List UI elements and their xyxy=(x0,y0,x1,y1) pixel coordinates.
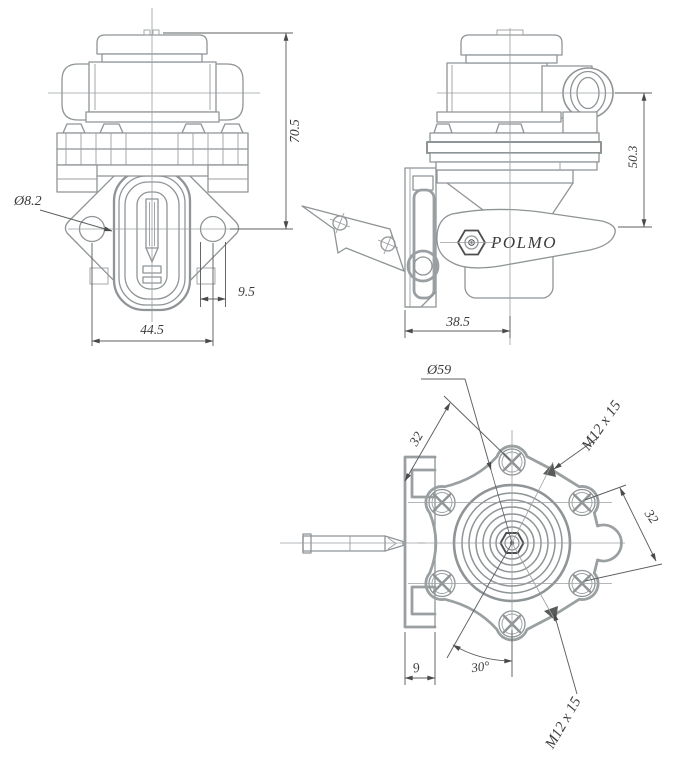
port-spacing-dim-line xyxy=(619,487,657,562)
front-view: Ø8.2 70.5 9.5 44.5 xyxy=(13,8,302,346)
bolt-circle-label: Ø59 xyxy=(426,363,451,378)
flange-tab-left xyxy=(89,267,109,285)
bolt-circle-leader xyxy=(464,378,492,471)
bottom-centerlines xyxy=(280,430,625,655)
side-upper-body xyxy=(436,29,614,134)
thread-lower-label: M12 x 15 xyxy=(542,694,585,752)
right-ear xyxy=(214,63,244,121)
front-dimensions: Ø8.2 70.5 9.5 44.5 xyxy=(13,32,302,346)
bracket-depth-label: 38.5 xyxy=(445,314,470,329)
side-centerlines xyxy=(437,28,632,345)
bottom-dimensions: Ø59 32 M12 x 15 32 30° 9 xyxy=(404,363,663,752)
side-band xyxy=(426,123,602,171)
side-view: POLMO xyxy=(301,28,652,345)
lever-hole-2 xyxy=(380,236,396,252)
pivot-bushing xyxy=(406,249,440,283)
bottom-bracket xyxy=(403,455,437,629)
brand-label: POLMO xyxy=(490,233,557,252)
thread-upper-leader xyxy=(553,436,600,470)
upper-housing xyxy=(88,61,217,113)
flange-scallop xyxy=(424,444,623,642)
lever-blade xyxy=(301,205,405,272)
hole-spacing-label: 44.5 xyxy=(140,322,164,337)
port-spacing-label: 32 xyxy=(641,506,662,527)
height-dim-label: 70.5 xyxy=(287,119,302,143)
lever-angle-arc xyxy=(452,644,513,664)
thread-lower-leader xyxy=(553,612,578,695)
bottom-view: Ø59 32 M12 x 15 32 30° 9 xyxy=(280,363,663,752)
actuating-rod xyxy=(302,533,404,554)
pump-body xyxy=(61,29,244,123)
hole-dia-label: Ø8.2 xyxy=(13,194,42,209)
hole-dia-leader xyxy=(39,209,113,232)
side-cap xyxy=(460,34,563,56)
band-foot-right xyxy=(207,164,249,193)
band-foot-left xyxy=(56,164,98,193)
side-dimensions: 50.3 38.5 xyxy=(404,92,652,338)
front-centerlines xyxy=(48,8,260,322)
lever-hole-1 xyxy=(332,215,348,231)
thread-upper-label: M12 x 15 xyxy=(578,398,624,455)
bracket-diag-label: 32 xyxy=(406,429,426,449)
bracket-width-label: 9 xyxy=(412,660,421,676)
flange-point-upper xyxy=(543,463,556,477)
cap-vent xyxy=(143,29,151,36)
flange-tab-right xyxy=(196,267,216,285)
lever-lobe: POLMO xyxy=(436,208,616,269)
left-ear xyxy=(61,63,91,121)
lever-angle-label: 30° xyxy=(469,658,490,676)
bracket-diag-dim-line xyxy=(404,402,451,482)
hole-offset-label: 9.5 xyxy=(238,284,255,299)
upper-height-label: 50.3 xyxy=(625,145,640,168)
side-bracket xyxy=(404,167,440,308)
clamp-band xyxy=(56,123,249,193)
